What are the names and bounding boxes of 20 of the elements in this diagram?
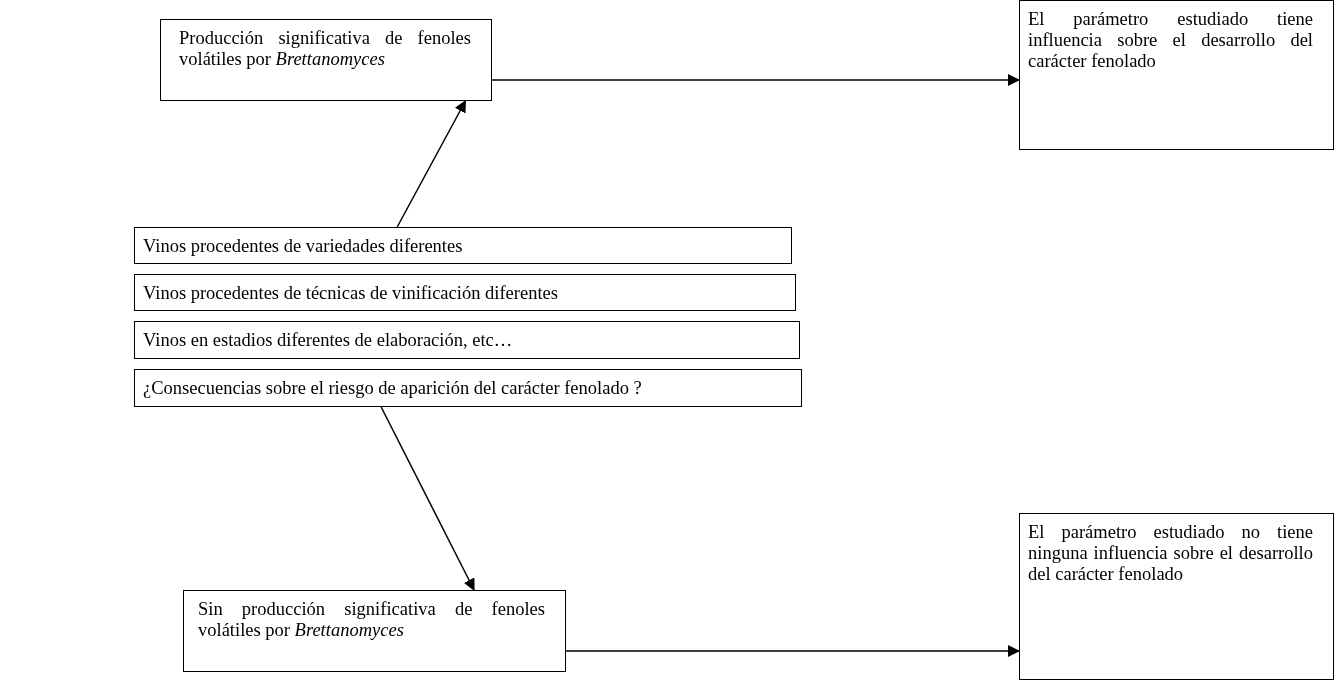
process-box xyxy=(160,19,492,101)
sample-box xyxy=(134,321,800,359)
box-text: ¿Consecuencias sobre el riesgo de aparición del carácter fenolado ? xyxy=(143,378,643,399)
sample-box xyxy=(134,227,792,264)
result-box xyxy=(1019,513,1334,680)
question-box xyxy=(134,369,802,407)
process-box xyxy=(183,590,566,672)
box-text: Vinos procedentes de variedades diferentes xyxy=(143,236,464,257)
box-text: El parámetro estudiado tiene influencia sobre el desarrollo del carácter fenolado xyxy=(1028,9,1313,72)
box-text: Sin producción significativa de fenoles volátiles por Brettanomyces xyxy=(198,599,545,641)
arrow xyxy=(396,100,467,228)
box-text: El parámetro estudiado no tiene ninguna influencia sobre el desarrollo del carácter fenolado xyxy=(1028,522,1313,585)
box-text: Vinos procedentes de técnicas de vinificación diferentes xyxy=(143,283,559,304)
arrow xyxy=(491,74,1020,86)
result-box xyxy=(1019,0,1334,150)
arrow xyxy=(380,406,475,591)
arrow xyxy=(565,645,1020,657)
box-text: Producción significativa de fenoles volátiles por Brettanomyces xyxy=(179,28,471,70)
box-text: Vinos en estadios diferentes de elaboración, etc… xyxy=(143,330,514,351)
sample-box xyxy=(134,274,796,311)
